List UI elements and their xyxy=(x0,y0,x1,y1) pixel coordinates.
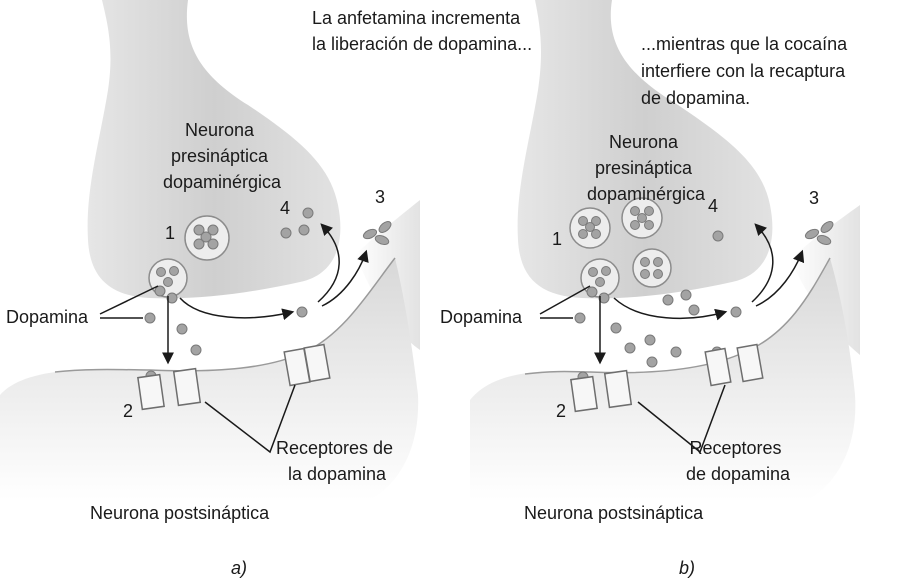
dopamine-label-a: Dopamina xyxy=(6,307,89,327)
number-4-a: 4 xyxy=(280,198,290,218)
number-1-b: 1 xyxy=(552,229,562,249)
postsynaptic-label-b: Neurona postsináptica xyxy=(524,503,704,523)
vesicle-storage-b2 xyxy=(622,198,662,238)
vesicle-storage-b1 xyxy=(570,208,610,248)
panel-b: Neurona presináptica dopaminérgica Dopam… xyxy=(440,0,860,578)
postsynaptic-neuron-b xyxy=(470,258,855,500)
postsynaptic-label-a: Neurona postsináptica xyxy=(90,503,270,523)
number-2-a: 2 xyxy=(123,401,133,421)
caption-b: b) xyxy=(679,558,695,578)
number-2-b: 2 xyxy=(556,401,566,421)
dopamine-label-b: Dopamina xyxy=(440,307,523,327)
number-1-a: 1 xyxy=(165,223,175,243)
annotation-b: ...mientras que la cocaína interfiere co… xyxy=(641,34,852,108)
number-4-b: 4 xyxy=(708,196,718,216)
number-3-a: 3 xyxy=(375,187,385,207)
receptor-right-a xyxy=(284,345,330,386)
panel-a: Neurona presináptica dopaminérgica Dopam… xyxy=(0,0,532,578)
annotation-a: La anfetamina incrementa la liberación d… xyxy=(312,8,532,54)
vesicle-storage-b3 xyxy=(633,249,671,287)
vesicle-storage-a xyxy=(185,216,229,260)
caption-a: a) xyxy=(231,558,247,578)
number-3-b: 3 xyxy=(809,188,819,208)
